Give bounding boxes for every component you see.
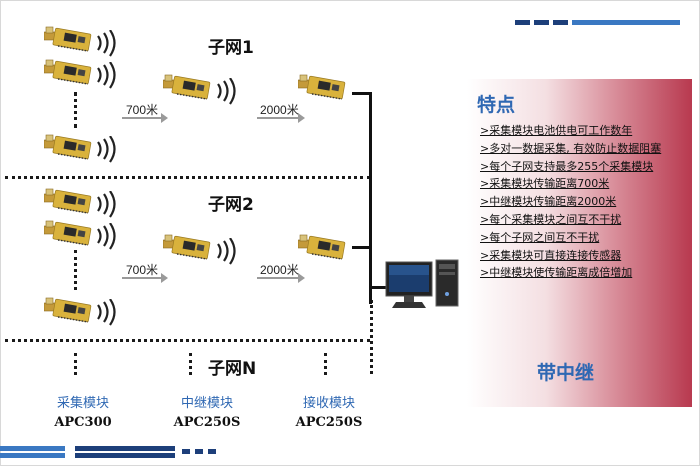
wireless-wave-icon <box>216 78 236 106</box>
bus-stub <box>352 246 372 249</box>
wireless-wave-icon <box>216 238 236 266</box>
subnet-1-title: 子网1 <box>208 38 254 58</box>
arrow-2000 <box>257 273 305 283</box>
feature-item: >采集模块可直接连接传感器 <box>480 248 622 262</box>
wireless-wave-icon <box>96 223 116 251</box>
collector-module <box>44 59 92 85</box>
column-name: 采集模块 <box>56 396 109 411</box>
subnet-separator <box>5 339 370 342</box>
column-name: 接收模块 <box>302 396 355 411</box>
collector-module <box>44 220 92 246</box>
more-modules-dots <box>74 250 77 290</box>
distance-label: 700米 <box>126 263 159 277</box>
wireless-wave-icon <box>96 62 116 90</box>
subnet-separator <box>5 176 370 179</box>
feature-item: >中继模块传输距离2000米 <box>480 195 617 209</box>
relay-module <box>163 234 211 260</box>
feature-item: >多对一数据采集, 有效防止数据阻塞 <box>480 141 662 155</box>
computer-icon <box>385 259 459 308</box>
arrow-700 <box>122 113 168 123</box>
more-subnets-dots <box>370 300 373 374</box>
distance-label: 2000米 <box>260 103 299 117</box>
column-model: APC250S <box>295 415 363 430</box>
column-name: 中继模块 <box>180 396 233 411</box>
more-modules-dots <box>324 353 327 375</box>
feature-item: >每个子网之间互不干扰 <box>480 230 600 244</box>
bus-stub <box>352 92 372 95</box>
receiver-module <box>298 74 346 100</box>
collector-module <box>44 134 92 160</box>
collector-module <box>44 26 92 52</box>
bus-to-pc <box>369 286 389 289</box>
distance-label: 700米 <box>126 103 159 117</box>
feature-panel <box>467 79 692 407</box>
feature-item: >每个采集模块之间互不干扰 <box>480 212 622 226</box>
subnet-2-title: 子网2 <box>208 195 254 215</box>
feature-list: >采集模块电池供电可工作数年 >多对一数据采集, 有效防止数据阻塞 >每个子网支… <box>480 122 661 282</box>
distance-label: 2000米 <box>260 263 299 277</box>
more-modules-dots <box>74 353 77 375</box>
feature-title: 特点 <box>477 94 516 116</box>
wireless-wave-icon <box>96 299 116 327</box>
feature-item: >中继模块使传输距离成倍增加 <box>480 266 633 280</box>
wireless-wave-icon <box>96 191 116 219</box>
wireless-wave-icon <box>96 136 116 164</box>
collector-module <box>44 297 92 323</box>
feature-item: >每个子网支持最多255个采集模块 <box>480 159 654 173</box>
more-modules-dots <box>74 92 77 128</box>
arrow-2000 <box>257 113 305 123</box>
receiver-module <box>298 234 346 260</box>
column-model: APC250S <box>173 415 241 430</box>
bus-line <box>369 92 372 304</box>
collector-module <box>44 188 92 214</box>
feature-item: >采集模块传输距离700米 <box>480 177 610 191</box>
arrow-700 <box>122 273 168 283</box>
feature-item: >采集模块电池供电可工作数年 <box>480 124 633 137</box>
more-modules-dots <box>189 353 192 375</box>
relay-module <box>163 74 211 100</box>
column-model: APC300 <box>54 415 112 430</box>
subnet-n-title: 子网N <box>208 359 257 379</box>
wireless-wave-icon <box>96 30 116 58</box>
relay-label: 带中继 <box>537 362 595 384</box>
